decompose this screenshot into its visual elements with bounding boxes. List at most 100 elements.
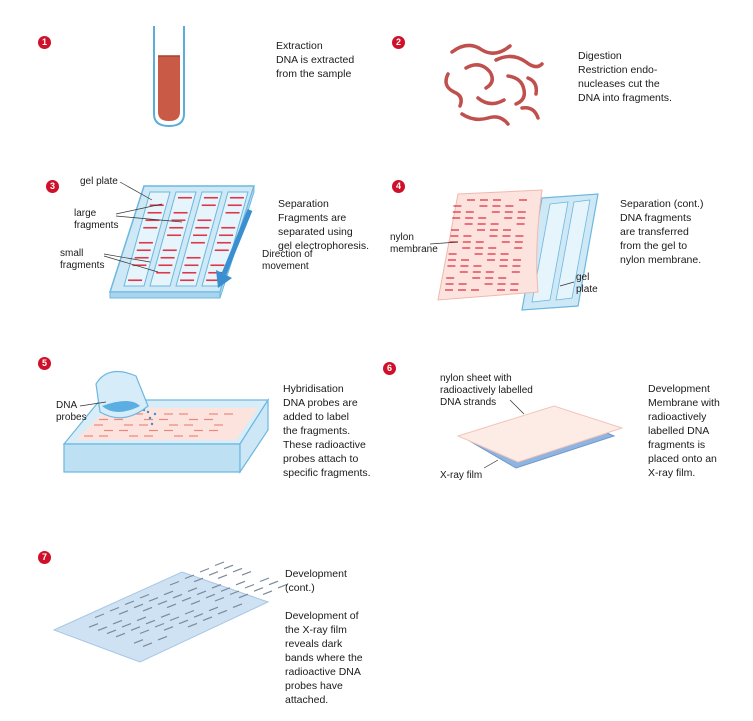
dna-probes-label: DNA probes <box>56 400 87 423</box>
film-band <box>154 622 165 628</box>
film-band <box>217 574 228 579</box>
film-band <box>115 632 126 638</box>
small-fragments-label: small fragments <box>60 248 105 271</box>
film-band <box>121 623 132 628</box>
film-band <box>190 600 201 605</box>
film-band <box>178 619 189 625</box>
film-band <box>130 626 141 631</box>
film-band <box>202 616 213 621</box>
film-band <box>208 571 219 576</box>
film-band <box>262 590 273 595</box>
film-band <box>139 593 150 599</box>
film-band <box>235 580 246 586</box>
film-band <box>139 629 150 635</box>
film-band <box>184 609 195 615</box>
film-band <box>112 619 123 625</box>
developed-film-illustration <box>52 561 288 663</box>
film-band <box>187 622 198 628</box>
direction-arrow-icon <box>216 209 253 288</box>
film-band <box>187 587 198 592</box>
film-band <box>232 567 243 573</box>
nylon-membrane-label: nylon membrane <box>390 232 438 255</box>
film-band <box>229 590 240 596</box>
film-band <box>214 561 225 567</box>
film-band <box>157 600 168 605</box>
film-band <box>268 580 279 586</box>
film-band <box>193 577 204 583</box>
film-band <box>109 606 120 612</box>
film-band <box>142 606 153 612</box>
film-band <box>106 629 117 635</box>
film-band <box>124 600 135 606</box>
step-6-description: Membrane with radioactively labelled DNA… <box>648 397 720 479</box>
step-1-title: Extraction <box>276 40 323 52</box>
step-5-description: DNA probes are added to label the fragme… <box>283 397 371 479</box>
step-2-title: Digestion <box>578 50 622 62</box>
film-band <box>211 584 222 589</box>
film-band <box>241 571 252 576</box>
step-7-badge: 7 <box>38 551 51 564</box>
film-band <box>169 616 180 622</box>
step-4-text: Separation (cont.) DNA fragments are tra… <box>620 183 703 281</box>
film-band <box>118 610 129 615</box>
film-band <box>166 603 177 609</box>
dna-fragments-illustration <box>444 43 544 126</box>
film-band <box>223 564 234 570</box>
film-band <box>244 583 255 589</box>
gel-plate-label: gel plate <box>80 176 118 187</box>
film-band <box>220 587 231 592</box>
step-2-description: Restriction endo- nucleases cut the DNA … <box>578 64 672 104</box>
step-3-text: Separation Fragments are separated using… <box>278 183 369 267</box>
film-band <box>94 613 105 619</box>
film-band <box>172 593 183 599</box>
film-band <box>163 626 174 631</box>
film-band <box>193 613 204 618</box>
gel-plate-illustration <box>108 185 256 299</box>
film-band <box>214 596 225 602</box>
step-1-badge: 1 <box>38 36 51 49</box>
film-band <box>148 597 159 602</box>
nylon-sheet-label: nylon sheet with radioactively labelled … <box>440 373 533 408</box>
film-band <box>142 642 153 647</box>
step-4-description: DNA fragments are transferred from the g… <box>620 212 702 266</box>
film-band <box>97 626 108 631</box>
step-3-title: Separation <box>278 198 329 210</box>
step-3-badge: 3 <box>46 180 59 193</box>
film-band <box>181 597 192 602</box>
film-band <box>133 639 144 644</box>
test-tube-illustration <box>153 26 185 128</box>
step-2-text: Digestion Restriction endo- nucleases cu… <box>578 35 672 119</box>
film-band <box>232 603 243 608</box>
film-band <box>136 616 147 622</box>
gel-plate-2-label: gel plate <box>576 272 598 295</box>
step-5-title: Hybridisation <box>283 383 344 395</box>
film-band <box>205 593 216 599</box>
film-sandwich-illustration <box>456 405 624 469</box>
film-band <box>277 583 288 589</box>
step-7-text: Development (cont.) Development of the X… <box>285 553 363 721</box>
step-6-badge: 6 <box>383 362 396 375</box>
film-band <box>208 606 219 612</box>
step-3-description: Fragments are separated using gel electr… <box>278 212 370 252</box>
film-band <box>145 619 156 625</box>
film-band <box>133 603 144 609</box>
step-7-title: Development (cont.) <box>285 568 347 594</box>
step-2-badge: 2 <box>392 36 405 49</box>
film-band <box>157 635 168 641</box>
xray-film-label: X-ray film <box>440 470 483 481</box>
step-4-title: Separation (cont.) <box>620 198 704 210</box>
step-5-text: Hybridisation DNA probes are added to la… <box>283 368 371 494</box>
film-band <box>217 609 228 615</box>
film-band <box>88 623 99 628</box>
film-band <box>184 574 195 580</box>
direction-label: Direction of movement <box>262 249 313 272</box>
large-fragments-label: large fragments <box>74 208 119 231</box>
step-7-description: Development of the X-ray film reveals da… <box>285 610 363 706</box>
film-band <box>169 580 180 586</box>
film-band <box>238 593 249 599</box>
film-band <box>259 577 270 583</box>
